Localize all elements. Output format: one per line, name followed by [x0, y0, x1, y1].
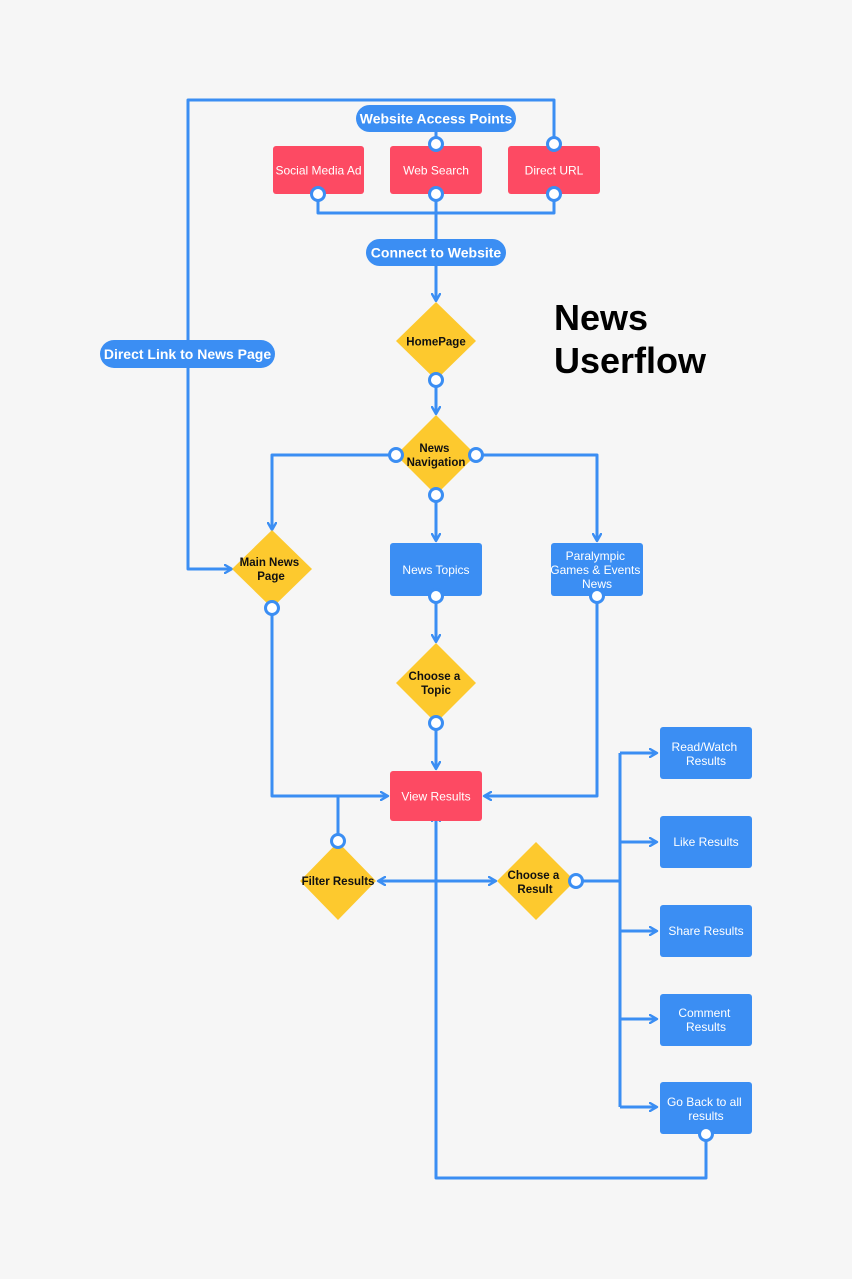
- news-navigation-label: News Navigation: [407, 443, 466, 469]
- connect-pill: Connect to Website: [366, 239, 506, 266]
- access-points-label: Website Access Points: [360, 111, 513, 127]
- filter-results-diamond: Filter Results: [300, 842, 376, 920]
- share-results-label: Share Results: [668, 924, 743, 938]
- paralympic-line-2: Games & Events: [550, 563, 640, 577]
- news-topics-box: News Topics: [390, 543, 482, 596]
- comment-results-label: Comment Results: [678, 1006, 733, 1034]
- go-back-box: Go Back to all results: [660, 1082, 752, 1134]
- choose-result-diamond: Choose a Result: [497, 842, 575, 920]
- connector-dot: [698, 1126, 714, 1142]
- homepage-diamond: HomePage: [396, 302, 476, 380]
- direct-url-box: Direct URL: [508, 146, 600, 194]
- title-line-2: Userflow: [554, 340, 707, 381]
- social-media-ad-box: Social Media Ad: [273, 146, 364, 194]
- connector-dot: [468, 447, 484, 463]
- title-line-1: News: [554, 297, 648, 338]
- connector-dot: [568, 873, 584, 889]
- connector-dot: [589, 588, 605, 604]
- news-navigation-line-2: Navigation: [407, 457, 466, 469]
- comment-results-line-2: Results: [686, 1020, 726, 1034]
- connector-dot: [428, 186, 444, 202]
- like-results-box: Like Results: [660, 816, 752, 868]
- choose-result-line-2: Result: [517, 884, 552, 896]
- choose-topic-line-1: Choose a: [409, 671, 461, 683]
- social-media-ad-label: Social Media Ad: [275, 164, 361, 178]
- news-navigation-diamond: News Navigation: [396, 415, 476, 495]
- go-back-path: [436, 814, 708, 1180]
- news-topics-label: News Topics: [402, 563, 469, 577]
- access-points-pill: Website Access Points: [356, 105, 516, 132]
- direct-link-path: [186, 98, 556, 569]
- read-watch-line-1: Read/Watch: [672, 740, 738, 754]
- direct-url-label: Direct URL: [525, 164, 584, 178]
- comment-results-box: Comment Results: [660, 994, 752, 1046]
- go-back-line-2: results: [688, 1109, 723, 1123]
- comment-results-line-1: Comment: [678, 1006, 731, 1020]
- choose-result-label: Choose a Result: [508, 870, 563, 896]
- connector-dot: [546, 186, 562, 202]
- main-news-page-line-1: Main News: [240, 557, 299, 569]
- share-results-box: Share Results: [660, 905, 752, 957]
- view-results-box: View Results: [390, 771, 482, 821]
- connector-dot: [330, 833, 346, 849]
- connector-dot: [428, 372, 444, 388]
- read-watch-line-2: Results: [686, 754, 726, 768]
- connect-label: Connect to Website: [371, 245, 502, 261]
- paralympic-box: Paralympic Games & Events News: [550, 543, 643, 596]
- connector-dot: [428, 715, 444, 731]
- connector-dot: [428, 588, 444, 604]
- news-navigation-line-1: News: [419, 443, 449, 455]
- paralympic-label: Paralympic Games & Events News: [550, 549, 643, 591]
- connector-dots: [264, 136, 714, 1142]
- paralympic-line-3: News: [582, 577, 612, 591]
- homepage-label: HomePage: [406, 337, 465, 349]
- connector-dot: [388, 447, 404, 463]
- choose-result-line-1: Choose a: [508, 870, 560, 882]
- connector-dot: [310, 186, 326, 202]
- go-back-label: Go Back to all results: [667, 1095, 745, 1123]
- view-results-label: View Results: [401, 790, 470, 804]
- filter-results-label: Filter Results: [302, 876, 375, 888]
- read-watch-label: Read/Watch Results: [672, 740, 741, 768]
- direct-link-pill: Direct Link to News Page: [100, 340, 275, 368]
- choose-topic-diamond: Choose a Topic: [396, 643, 476, 723]
- go-back-line-1: Go Back to all: [667, 1095, 742, 1109]
- main-news-page-label: Main News Page: [240, 557, 303, 583]
- main-news-page-diamond: Main News Page: [232, 530, 312, 608]
- choose-topic-label: Choose a Topic: [409, 671, 464, 697]
- connector-dot: [428, 487, 444, 503]
- web-search-label: Web Search: [403, 164, 469, 178]
- direct-link-label: Direct Link to News Page: [104, 346, 271, 362]
- paralympic-line-1: Paralympic: [566, 549, 625, 563]
- connector-dot: [264, 600, 280, 616]
- main-news-page-line-2: Page: [257, 571, 285, 583]
- like-results-label: Like Results: [673, 835, 738, 849]
- web-search-box: Web Search: [390, 146, 482, 194]
- connector-dot: [428, 136, 444, 152]
- choose-topic-line-2: Topic: [421, 685, 451, 697]
- read-watch-box: Read/Watch Results: [660, 727, 752, 779]
- connector-dot: [546, 136, 562, 152]
- diagram-title: News Userflow: [554, 297, 707, 381]
